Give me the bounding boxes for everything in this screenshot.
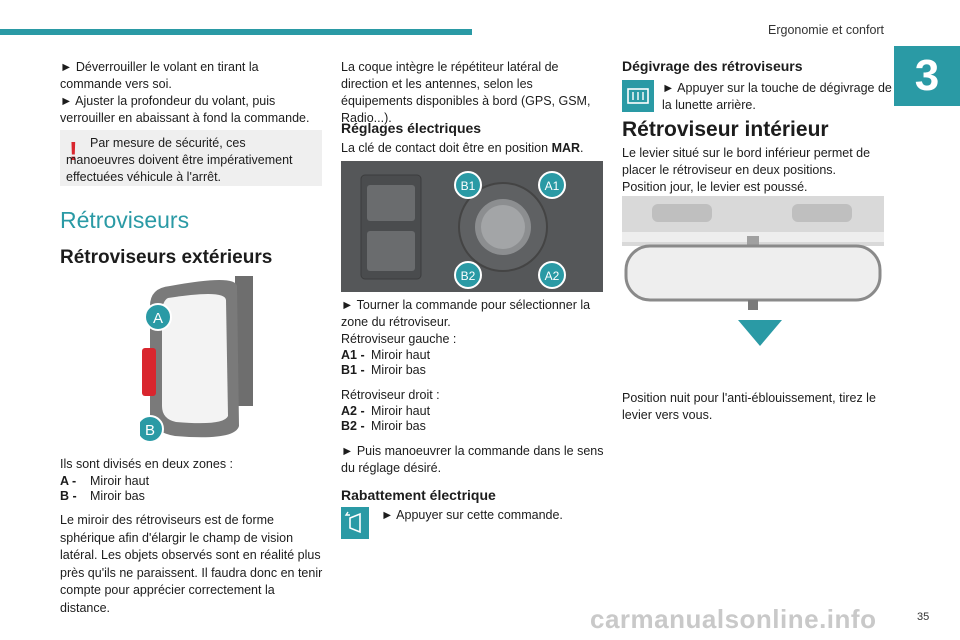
left-a1-text: Miroir haut: [371, 348, 431, 362]
step-unlock: ► Déverrouiller le volant en tirant la c…: [60, 60, 259, 91]
exterior-mirror-illustration: A B: [140, 276, 253, 443]
key-position-suffix: .: [580, 141, 584, 155]
interior-mirror-illustration: [622, 196, 884, 346]
left-b1-key: B1 -: [341, 363, 365, 377]
manoeuvre-instruction: ► Puis manoeuvrer la commande dans le se…: [341, 444, 604, 475]
zones-intro: Ils sont divisés en deux zones :: [60, 457, 234, 471]
push-arrow-icon: [738, 320, 782, 346]
right-b2-key: B2 -: [341, 419, 365, 433]
control-photo: B1 A1 B2 A2: [341, 161, 603, 292]
zone-a-text: Miroir haut: [90, 474, 150, 488]
watermark: carmanualsonline.info: [590, 604, 877, 634]
rabattement-instruction: ► Appuyer sur cette commande.: [381, 508, 563, 522]
heading-interieur: Rétroviseur intérieur: [622, 118, 829, 141]
turn-instruction: ► Tourner la commande pour sélectionner …: [341, 298, 591, 329]
label-b1: B1: [461, 179, 476, 193]
warning-text: Par mesure de sécurité, ces manoeuvres d…: [66, 136, 293, 184]
right-a2-key: A2 -: [341, 404, 365, 418]
left-a1: A1 - Miroir haut: [341, 347, 430, 364]
label-a2: A2: [545, 269, 560, 283]
heading-degivrage: Dégivrage des rétroviseurs: [622, 58, 803, 74]
heading-exterieurs: Rétroviseurs extérieurs: [60, 247, 273, 268]
left-a1-key: A1 -: [341, 348, 365, 362]
coque-text: La coque intègre le répétiteur latéral d…: [341, 60, 591, 125]
left-mirror-label: Rétroviseur gauche :: [341, 332, 457, 346]
zone-a-key: A -: [60, 474, 77, 488]
right-mirror-label: Rétroviseur droit :: [341, 388, 440, 402]
mirror-arm: [235, 276, 253, 406]
control-illustration: B1 A1 B2 A2: [341, 161, 603, 292]
defrost-icon: [622, 80, 654, 112]
levier-description: Le levier situé sur le bord inférieur pe…: [622, 146, 871, 177]
heading-rabattement: Rabattement électrique: [341, 487, 496, 503]
side-repeater: [142, 348, 156, 396]
zone-a: A - Miroir haut: [60, 473, 149, 490]
zone-b-text: Miroir bas: [90, 489, 145, 503]
label-b: B: [145, 422, 155, 439]
label-a-marker: [144, 303, 172, 331]
key-position: La clé de contact doit être en position …: [341, 140, 584, 157]
warning-box: ! Par mesure de sécurité, ces manoeuvres…: [60, 130, 322, 186]
section-title: Ergonomie et confort: [768, 23, 885, 37]
fold-button-bottom: [367, 231, 415, 271]
mirror-lever: [748, 300, 758, 310]
spherical-note: Le miroir des rétroviseurs est de forme …: [60, 513, 323, 615]
interior-mirror: [624, 244, 882, 302]
left-b1: B1 - Miroir bas: [341, 362, 426, 379]
label-a1: A1: [545, 179, 560, 193]
zone-b-key: B -: [60, 489, 77, 503]
right-a2-text: Miroir haut: [371, 404, 431, 418]
key-position-value: MAR: [551, 141, 581, 155]
step-adjust: ► Ajuster la profondeur du volant, puis …: [60, 94, 310, 125]
degivrage-instruction: ► Appuyer sur la touche de dégivrage de …: [662, 81, 892, 112]
label-b-marker: [140, 415, 164, 443]
left-b1-text: Miroir bas: [371, 363, 426, 377]
page-number: 35: [917, 611, 930, 623]
position-nuit: Position nuit pour l'anti-éblouissement,…: [622, 391, 876, 422]
label-a: A: [153, 310, 163, 327]
fold-mirror-icon: [341, 507, 369, 539]
heading-retroviseurs: Rétroviseurs: [60, 207, 190, 233]
warning-icon: !: [69, 136, 78, 166]
mirror-glass: [162, 293, 228, 424]
position-jour: Position jour, le levier est poussé.: [622, 180, 808, 194]
right-b2-text: Miroir bas: [371, 419, 426, 433]
header-bar: [0, 29, 472, 35]
right-b2: B2 - Miroir bas: [341, 418, 426, 435]
right-a2: A2 - Miroir haut: [341, 403, 430, 420]
key-position-prefix: La clé de contact doit être en position: [341, 141, 552, 155]
chapter-number: 3: [894, 46, 960, 106]
label-b2: B2: [461, 269, 476, 283]
fold-button-top: [367, 185, 415, 221]
heading-reglages: Réglages électriques: [341, 120, 482, 136]
zone-b: B - Miroir bas: [60, 488, 145, 505]
